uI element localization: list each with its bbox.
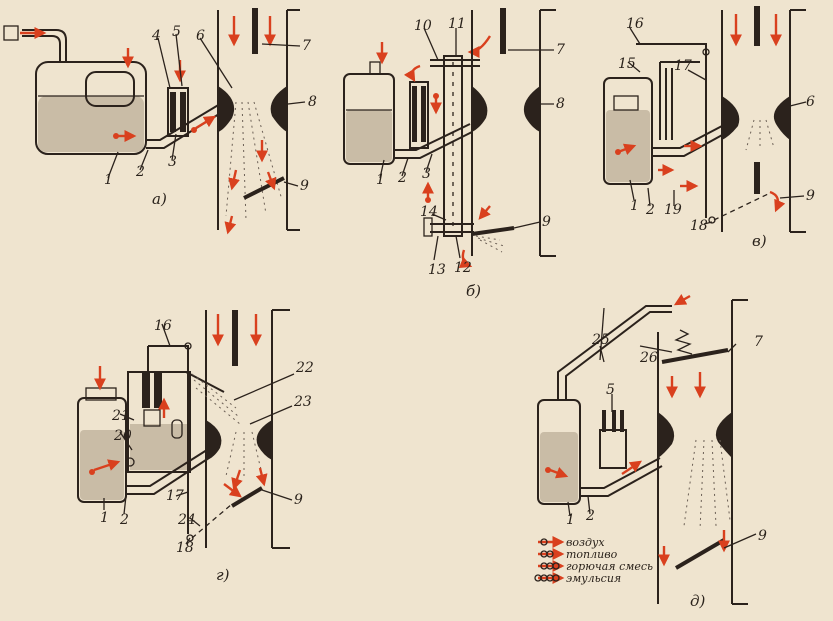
legend-air: воздух — [566, 536, 605, 549]
panel-d-labels: 1 2 5 7 9 25 26 д) — [566, 332, 767, 610]
label-v-6: 6 — [806, 94, 815, 110]
label-a-5: 5 — [172, 24, 181, 40]
label-a-1: 1 — [104, 172, 113, 188]
panel-a — [3, 8, 306, 235]
label-b-14: 14 — [420, 204, 438, 220]
label-g-17: 17 — [166, 488, 184, 504]
caption-b: б) — [466, 282, 481, 300]
label-g-9: 9 — [294, 492, 303, 508]
label-v-17: 17 — [674, 58, 692, 74]
label-v-18: 18 — [690, 218, 708, 234]
label-v-2: 2 — [645, 202, 655, 218]
label-d-7: 7 — [754, 334, 763, 350]
panel-g — [77, 309, 295, 549]
label-a-9: 9 — [300, 178, 309, 194]
label-v-19: 19 — [664, 202, 682, 218]
label-g-1: 1 — [100, 510, 109, 526]
caption-g: г) — [216, 566, 230, 584]
label-a-3: 3 — [168, 154, 177, 170]
label-v-15: 15 — [618, 56, 636, 72]
label-g-24: 24 — [177, 512, 196, 528]
label-a-2: 2 — [135, 164, 145, 180]
label-d-25: 25 — [591, 332, 610, 348]
legend-fuel: топливо — [566, 548, 618, 561]
label-a-7: 7 — [302, 38, 311, 54]
label-b-11: 11 — [448, 16, 466, 32]
label-b-12: 12 — [454, 260, 472, 276]
label-d-9: 9 — [758, 528, 767, 544]
panel-g-labels: 1 2 9 16 17 18 20 21 22 23 24 г) — [100, 318, 314, 584]
label-b-8: 8 — [556, 96, 565, 112]
caption-a: а) — [152, 190, 167, 208]
label-a-4: 4 — [151, 28, 161, 44]
panel-a-labels: 1 2 3 4 5 6 7 8 9 а) — [104, 24, 317, 208]
label-d-2: 2 — [585, 508, 595, 524]
label-b-2: 2 — [397, 170, 407, 186]
label-g-16: 16 — [154, 318, 172, 334]
panel-b — [343, 8, 556, 268]
label-d-26: 26 — [639, 350, 658, 366]
panel-b-labels: 1 2 3 7 8 9 10 11 12 13 14 б) — [376, 16, 565, 300]
label-b-13: 13 — [428, 262, 446, 278]
caption-v: в) — [752, 232, 767, 250]
label-g-18: 18 — [176, 540, 194, 556]
label-b-3: 3 — [422, 166, 431, 182]
panel-d: воздух топливо горючая смесь эмульсия — [534, 294, 757, 605]
label-d-1: 1 — [566, 512, 575, 528]
label-g-2: 2 — [119, 512, 129, 528]
label-b-1: 1 — [376, 172, 385, 188]
label-v-1: 1 — [630, 198, 639, 214]
label-v-9: 9 — [806, 188, 815, 204]
label-b-10: 10 — [414, 18, 432, 34]
label-b-9: 9 — [542, 214, 551, 230]
label-g-23: 23 — [293, 394, 312, 410]
caption-d: д) — [690, 592, 706, 610]
legend-emulsion: эмульсия — [566, 572, 621, 585]
label-v-16: 16 — [626, 16, 644, 32]
label-a-6: 6 — [196, 28, 205, 44]
label-b-7: 7 — [556, 42, 565, 58]
label-g-21: 21 — [111, 408, 130, 424]
label-a-8: 8 — [308, 94, 317, 110]
label-g-22: 22 — [295, 360, 314, 376]
legend: воздух топливо горючая смесь эмульсия — [534, 536, 653, 585]
label-d-5: 5 — [606, 382, 615, 398]
panel-v-labels: 1 2 6 9 15 16 17 18 19 в) — [618, 16, 815, 250]
label-g-20: 20 — [113, 428, 132, 444]
legend-mixture: горючая смесь — [566, 560, 653, 573]
panel-v — [603, 6, 807, 233]
